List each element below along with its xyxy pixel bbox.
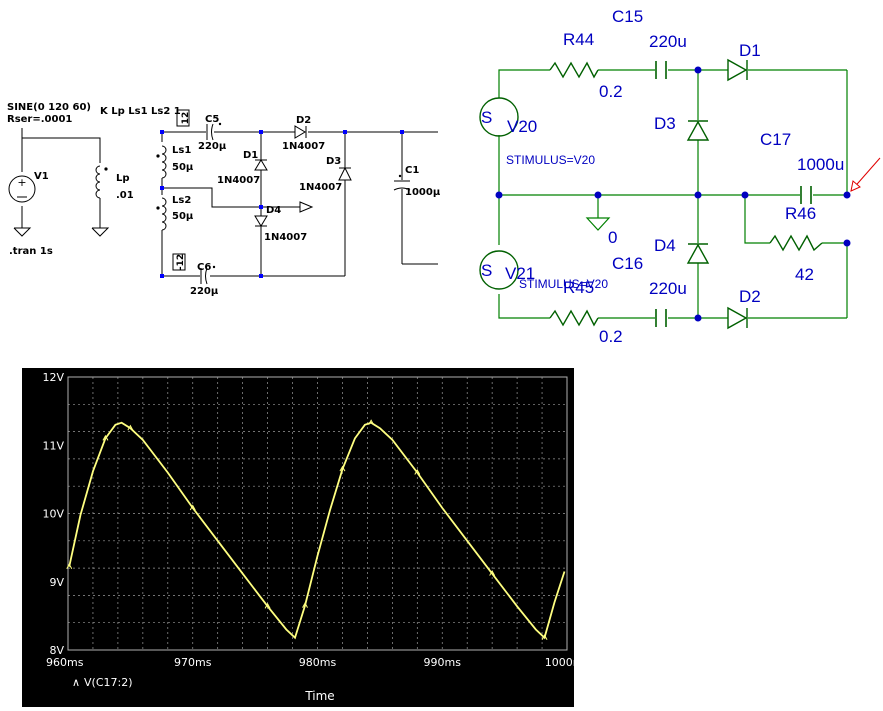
trace-markers: [66, 419, 548, 640]
source-directive-2: Rser=.0001: [7, 114, 72, 125]
v21-source-glyph: S: [481, 261, 492, 280]
axis-ticks: 960ms 970ms 980ms 990ms 1000ms 8V 9V 10V 11V 12V: [42, 371, 589, 669]
c17-value: 1000u: [797, 155, 844, 174]
source-directive-1: SINE(0 120 60): [7, 102, 91, 113]
y-tick-label: 8V: [49, 644, 64, 657]
x-tick-label: 960ms: [46, 656, 84, 669]
x-tick-label: 970ms: [174, 656, 212, 669]
c15-label: C15: [612, 7, 643, 26]
net-label-neg: -12: [176, 254, 186, 270]
data-point-marker: [127, 424, 134, 431]
d4-label: D4: [654, 236, 676, 255]
right-schematic: S V20 S V21 R44 0.2 R45 0.2 R46 42 C15 2…: [455, 0, 883, 346]
d4-model: 1N4007: [264, 232, 307, 243]
v1-label: V1: [34, 171, 49, 182]
x-tick-label: 980ms: [299, 656, 337, 669]
r44-value: 0.2: [599, 82, 623, 101]
ls1-label: Ls1: [172, 145, 191, 156]
c1-value: 1000µ: [405, 187, 441, 198]
right-schematic-canvas: S V20 S V21 R44 0.2 R45 0.2 R46 42 C15 2…: [479, 7, 881, 346]
v21-label: V21: [505, 264, 535, 283]
data-point-marker: [302, 602, 308, 608]
d2-label: D2: [739, 287, 761, 306]
d1-label: D1: [243, 150, 258, 161]
c1-label: C1: [405, 165, 419, 176]
ls1-value: 50µ: [172, 162, 194, 173]
c6-value: 220µ: [190, 286, 219, 297]
d1-model: 1N4007: [217, 175, 260, 186]
d1-label: D1: [739, 41, 761, 60]
d2-label: D2: [296, 115, 311, 126]
r46-label: R46: [785, 204, 816, 223]
r46-value: 42: [795, 265, 814, 284]
c17-label: C17: [760, 130, 791, 149]
data-point-marker: [368, 419, 375, 425]
trace-v-c17-2[interactable]: [68, 421, 566, 640]
y-tick-label: 9V: [49, 576, 64, 589]
left-schematic: + SINE(0 120 60) Rser=.0001 K Lp Ls1 Ls2…: [0, 0, 450, 330]
c15-value: 220u: [649, 32, 687, 51]
d4-label: D4: [266, 205, 281, 216]
y-tick-label: 10V: [42, 508, 64, 521]
d3-model: 1N4007: [299, 182, 342, 193]
data-point-marker: [189, 504, 196, 511]
plot-grid: [68, 377, 567, 650]
lp-value: .01: [116, 190, 134, 201]
c6-label: C6: [197, 262, 211, 273]
r45-label: R45: [563, 278, 594, 297]
v20-source-glyph: S: [481, 108, 492, 127]
data-point-marker: [489, 570, 496, 576]
c16-value: 220u: [649, 279, 687, 298]
x-tick-label: 1000ms: [545, 656, 574, 669]
y-tick-label: 11V: [42, 439, 64, 452]
d2-model: 1N4007: [282, 141, 325, 152]
left-schematic-canvas: + SINE(0 120 60) Rser=.0001 K Lp Ls1 Ls2…: [7, 102, 441, 297]
lp-label: Lp: [116, 173, 130, 184]
r45-value: 0.2: [599, 327, 623, 345]
d3-label: D3: [326, 156, 341, 167]
d3-label: D3: [654, 114, 676, 133]
ground-node-label: 0: [608, 228, 617, 247]
svg-text:+: +: [17, 176, 26, 189]
trace-legend-label[interactable]: V(C17:2): [84, 676, 133, 689]
ls2-label: Ls2: [172, 195, 191, 206]
c16-label: C16: [612, 254, 643, 273]
c5-label: C5: [205, 114, 219, 125]
trace-legend-marker: ∧: [72, 676, 80, 689]
c5-value: 220µ: [198, 141, 227, 152]
data-point-marker: [414, 469, 421, 475]
v21-stimulus: STIMULUS=V20: [519, 277, 608, 291]
coupling-directive: K Lp Ls1 Ls2 1: [100, 106, 181, 117]
data-point-marker: [541, 634, 548, 640]
plot-frame: [67, 376, 568, 651]
data-point-marker: [102, 434, 109, 441]
ls2-value: 50µ: [172, 211, 194, 222]
data-point-marker: [339, 465, 346, 472]
v20-label: V20: [507, 117, 537, 136]
x-tick-label: 990ms: [424, 656, 462, 669]
v20-stimulus: STIMULUS=V20: [506, 153, 595, 167]
r44-label: R44: [563, 30, 594, 49]
y-tick-label: 12V: [42, 371, 64, 384]
tran-directive: .tran 1s: [9, 246, 53, 257]
net-label-pos: 12: [181, 112, 191, 125]
data-point-marker: [66, 563, 73, 569]
data-point-marker: [264, 602, 271, 609]
x-axis-label: Time: [304, 689, 334, 703]
